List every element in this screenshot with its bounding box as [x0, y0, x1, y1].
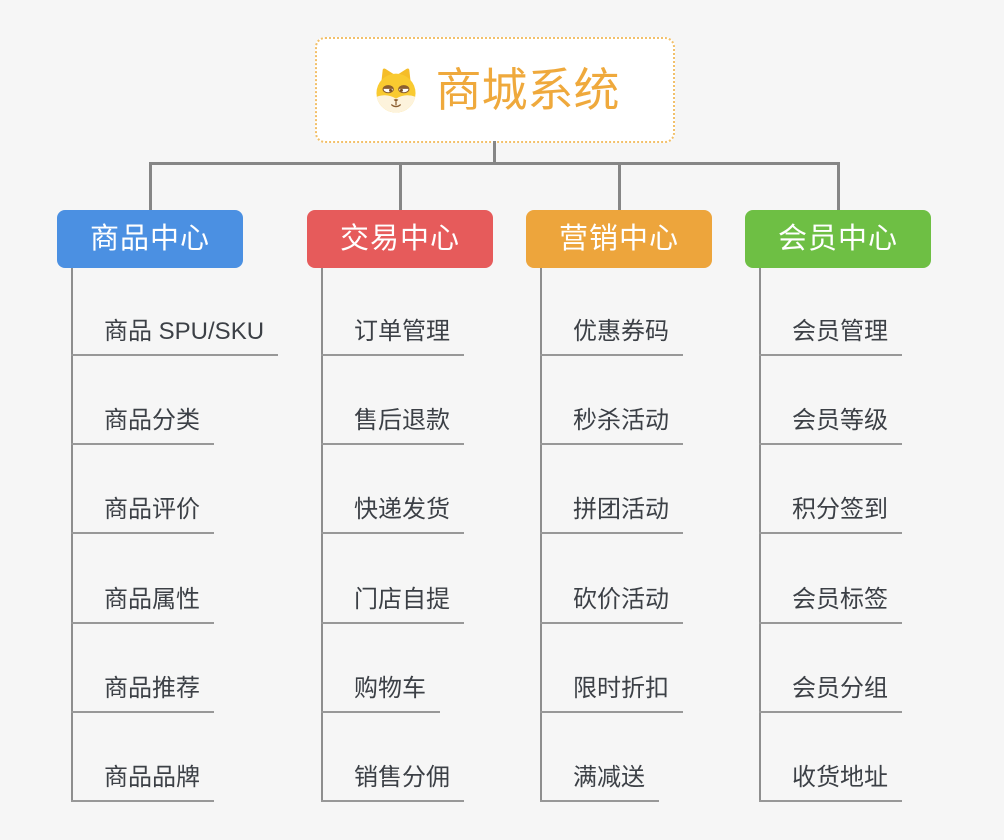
- leaf-node[interactable]: 商品推荐: [71, 675, 214, 713]
- branch-marketing-center: 营销中心 优惠券码 秒杀活动 拼团活动 砍价活动 限时折扣 满减送: [526, 210, 771, 805]
- leaf-node[interactable]: 会员分组: [759, 675, 902, 713]
- leaf-node[interactable]: 门店自提: [321, 586, 464, 624]
- leaf-node[interactable]: 商品 SPU/SKU: [71, 318, 279, 356]
- leaf-node[interactable]: 会员等级: [759, 407, 902, 445]
- leaf-node[interactable]: 收货地址: [759, 764, 902, 802]
- leaf-node[interactable]: 购物车: [321, 675, 440, 713]
- leaf-node[interactable]: 会员标签: [759, 586, 902, 624]
- leaf-node[interactable]: 优惠券码: [540, 318, 683, 356]
- leaf-node[interactable]: 秒杀活动: [540, 407, 683, 445]
- branch-connector-line: [618, 162, 621, 210]
- branch-node[interactable]: 营销中心: [526, 210, 712, 268]
- branch-node[interactable]: 会员中心: [745, 210, 931, 268]
- branch-label: 会员中心: [777, 222, 898, 255]
- branch-label: 营销中心: [558, 222, 679, 255]
- root-connector-line: [493, 141, 496, 163]
- leaf-node[interactable]: 销售分佣: [321, 764, 464, 802]
- branch-spine-line: [321, 268, 323, 802]
- branch-spine-line: [71, 268, 73, 802]
- dog-face-icon: [371, 65, 421, 115]
- leaf-node[interactable]: 限时折扣: [540, 675, 683, 713]
- leaf-node[interactable]: 订单管理: [321, 318, 464, 356]
- leaf-node[interactable]: 快递发货: [321, 496, 464, 534]
- branch-node[interactable]: 商品中心: [57, 210, 243, 268]
- branch-product-center: 商品中心 商品 SPU/SKU 商品分类 商品评价 商品属性 商品推荐 商品品牌: [57, 210, 302, 805]
- leaf-node[interactable]: 商品评价: [71, 496, 214, 534]
- leaf-node[interactable]: 满减送: [540, 764, 659, 802]
- leaf-node[interactable]: 商品品牌: [71, 764, 214, 802]
- leaf-node[interactable]: 商品分类: [71, 407, 214, 445]
- branch-connector-line: [837, 162, 840, 210]
- branch-label: 商品中心: [89, 222, 210, 255]
- leaf-node[interactable]: 砍价活动: [540, 586, 683, 624]
- branch-member-center: 会员中心 会员管理 会员等级 积分签到 会员标签 会员分组 收货地址: [745, 210, 990, 805]
- leaf-node[interactable]: 售后退款: [321, 407, 464, 445]
- root-node[interactable]: 商城系统: [315, 37, 675, 143]
- branch-trade-center: 交易中心 订单管理 售后退款 快递发货 门店自提 购物车 销售分佣: [307, 210, 552, 805]
- branch-spine-line: [759, 268, 761, 802]
- branch-connector-line: [149, 162, 152, 210]
- horizontal-connector-line: [149, 162, 840, 165]
- branch-connector-line: [399, 162, 402, 210]
- leaf-node[interactable]: 商品属性: [71, 586, 214, 624]
- leaf-node[interactable]: 积分签到: [759, 496, 902, 534]
- branch-spine-line: [540, 268, 542, 802]
- branch-label: 交易中心: [339, 222, 460, 255]
- leaf-node[interactable]: 拼团活动: [540, 496, 683, 534]
- leaf-node[interactable]: 会员管理: [759, 318, 902, 356]
- root-title: 商城系统: [435, 64, 620, 116]
- branch-node[interactable]: 交易中心: [307, 210, 493, 268]
